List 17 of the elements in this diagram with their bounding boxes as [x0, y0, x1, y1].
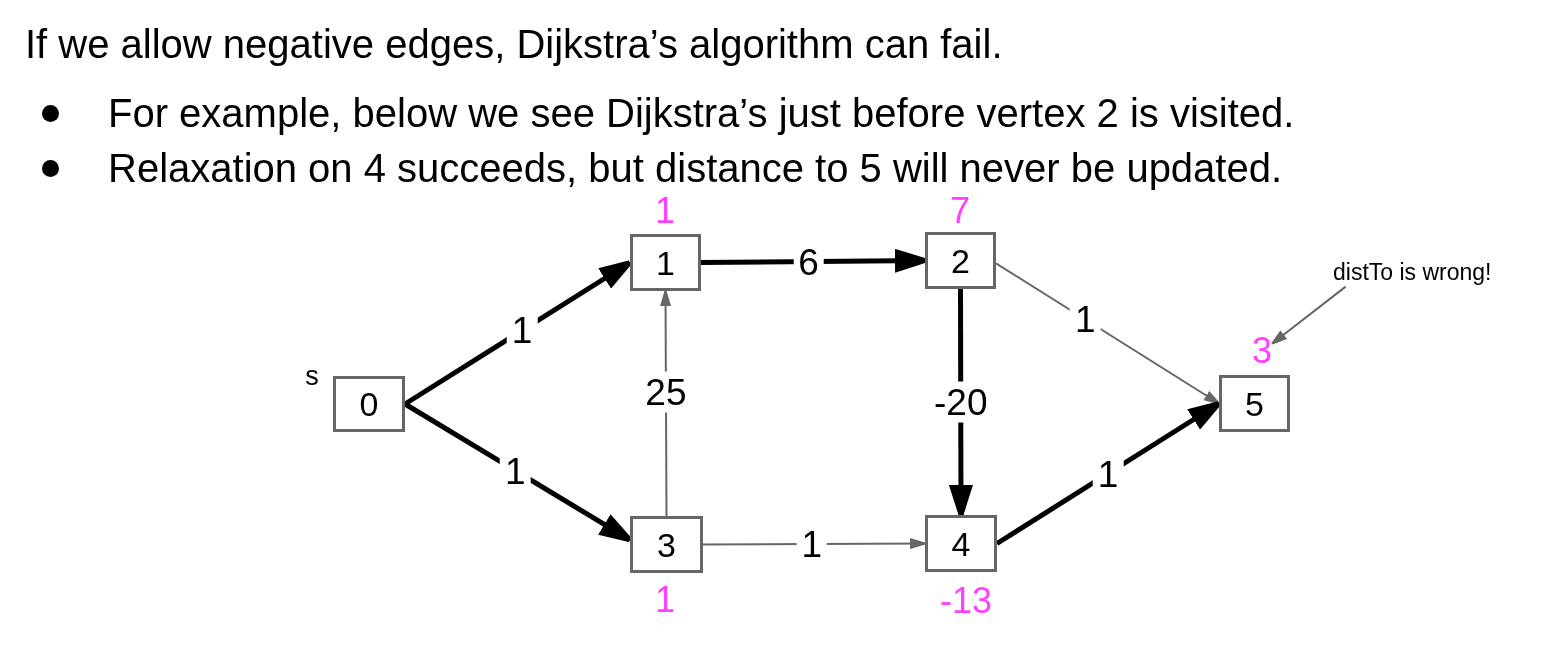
distance-label: 1 — [655, 582, 675, 618]
vertex-box: 2 — [925, 232, 996, 289]
annotation-text: distTo is wrong! — [1333, 259, 1492, 287]
distance-label: 1 — [655, 193, 675, 229]
vertex-box: 4 — [925, 515, 997, 572]
source-label: s — [305, 362, 319, 390]
vertex-box: 5 — [1219, 375, 1290, 432]
title: If we allow negative edges, Dijkstra’s algorithm can fail. — [25, 21, 1003, 68]
leader-line — [1271, 285, 1347, 345]
bullet-text: Relaxation on 4 succeeds, but distance to 5 will never be updated. — [108, 145, 1283, 192]
bullet-text: For example, below we see Dijkstra’s just before vertex 2 is visited. — [108, 90, 1295, 137]
vertex-box: 0 — [333, 376, 405, 432]
distance-label: 3 — [1252, 333, 1272, 369]
vertex-box: 1 — [630, 234, 701, 291]
distance-label: 7 — [950, 193, 970, 229]
distance-label: -13 — [940, 583, 992, 619]
vertex-box: 3 — [630, 516, 703, 573]
